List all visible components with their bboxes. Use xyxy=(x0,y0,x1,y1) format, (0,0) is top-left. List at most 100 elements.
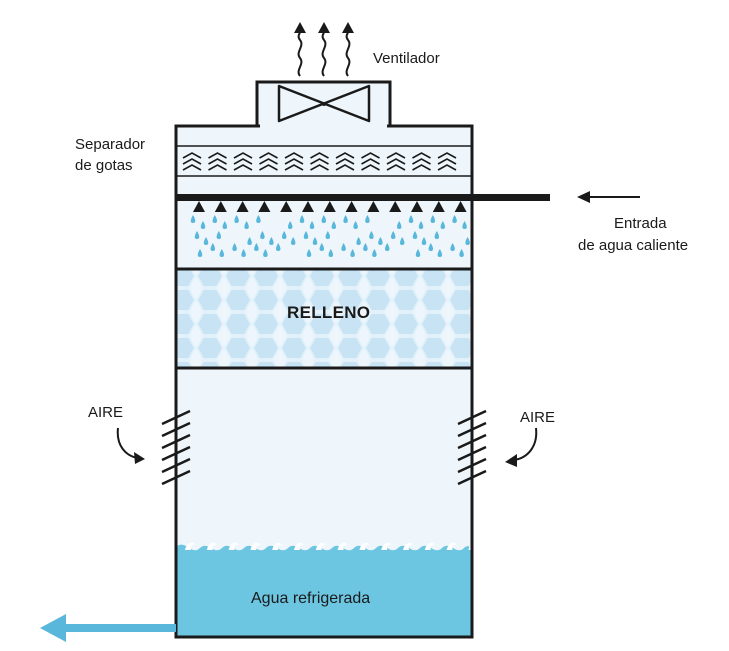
wave-crest xyxy=(315,542,326,550)
water-drop xyxy=(415,249,421,257)
water-drop xyxy=(287,221,293,229)
spray-nozzle xyxy=(454,201,467,212)
chevron xyxy=(208,152,227,159)
water-drop xyxy=(319,243,325,251)
wave-crest xyxy=(206,542,217,550)
water-drop xyxy=(341,243,346,251)
wave-crest xyxy=(185,542,195,550)
water-drop xyxy=(309,221,315,229)
drift-eliminator-label-2: de gotas xyxy=(75,157,133,174)
water-drop xyxy=(200,221,206,229)
spray-nozzle xyxy=(345,201,358,212)
water-drop xyxy=(353,221,358,229)
water-drop xyxy=(328,249,334,257)
chevron xyxy=(361,164,380,171)
water-drop xyxy=(194,231,200,239)
water-drop xyxy=(306,249,312,257)
chevron xyxy=(182,152,202,159)
water-drop xyxy=(390,231,396,239)
water-drop xyxy=(372,249,377,257)
chevron xyxy=(386,164,406,171)
wave-crest xyxy=(446,542,457,550)
water-drop xyxy=(363,243,368,251)
water-drop xyxy=(418,221,424,229)
chevron xyxy=(182,158,202,165)
fan-icon xyxy=(277,84,371,123)
water-drop xyxy=(275,243,281,251)
water-drop xyxy=(219,249,225,257)
water-drop xyxy=(356,237,361,245)
water-drop xyxy=(232,243,237,251)
chevron xyxy=(233,152,253,159)
water-drop xyxy=(321,215,327,223)
water-drop xyxy=(437,249,443,257)
chevron xyxy=(386,152,406,159)
water-drop xyxy=(399,237,405,245)
water-drops xyxy=(190,215,470,257)
water-drop xyxy=(428,243,434,251)
water-drop xyxy=(462,221,467,229)
spray-nozzle xyxy=(367,201,380,212)
water-drop xyxy=(459,249,464,257)
fill-label: RELLENO xyxy=(287,303,371,322)
chevron xyxy=(259,152,278,159)
exhaust-arrows-icon xyxy=(297,29,351,77)
water-drop xyxy=(190,215,196,223)
chevron xyxy=(310,158,329,165)
water-basin xyxy=(177,544,471,636)
chevron xyxy=(437,164,457,171)
fan-label: Ventilador xyxy=(373,50,440,67)
wave-crest xyxy=(424,542,435,550)
drift-eliminator-label-1: Separador xyxy=(75,136,146,153)
water-drop xyxy=(331,221,337,229)
chevron xyxy=(335,152,355,159)
water-drop xyxy=(465,237,470,245)
water-drop xyxy=(412,231,418,239)
water-drop xyxy=(452,215,457,223)
water-drop xyxy=(281,231,287,239)
water-drop xyxy=(378,237,383,245)
water-drop xyxy=(244,221,249,229)
chevron xyxy=(182,164,202,171)
water-drop xyxy=(369,231,374,239)
wave-crest xyxy=(403,542,413,550)
chevron xyxy=(412,152,431,159)
spray-nozzles xyxy=(193,201,467,212)
water-drop xyxy=(256,215,261,223)
chevron xyxy=(335,158,355,165)
air-right-label: AIRE xyxy=(520,409,556,426)
wave-crest xyxy=(272,542,283,550)
water-drop xyxy=(365,215,370,223)
water-drop xyxy=(216,231,222,239)
hot-water-pipe xyxy=(176,194,550,201)
air-louver-left xyxy=(161,409,191,486)
water-drop xyxy=(222,221,228,229)
cooled-water-outlet-pipe xyxy=(58,624,176,632)
water-drop xyxy=(210,243,216,251)
chevron xyxy=(284,152,304,159)
fill-pack xyxy=(176,269,472,368)
water-drop xyxy=(303,231,309,239)
water-drop xyxy=(197,249,203,257)
chevron xyxy=(233,164,253,171)
hot-water-inlet-label-1: Entrada xyxy=(614,215,667,232)
water-drop xyxy=(440,221,446,229)
chevron xyxy=(361,152,380,159)
wave-crest xyxy=(381,542,392,550)
spray-nozzle xyxy=(280,201,293,212)
chevron xyxy=(208,164,227,171)
chevron xyxy=(259,164,278,171)
chevron xyxy=(310,164,329,171)
chevron xyxy=(284,164,304,171)
chevron xyxy=(284,158,304,165)
spray-nozzle xyxy=(389,201,402,212)
spray-nozzle xyxy=(432,201,445,212)
air-louver-right xyxy=(457,409,487,486)
water-drop xyxy=(290,237,296,245)
chevron xyxy=(259,158,278,165)
water-drop xyxy=(312,237,318,245)
water-drop xyxy=(384,243,390,251)
spray-nozzle xyxy=(236,201,249,212)
chevron xyxy=(412,158,431,165)
